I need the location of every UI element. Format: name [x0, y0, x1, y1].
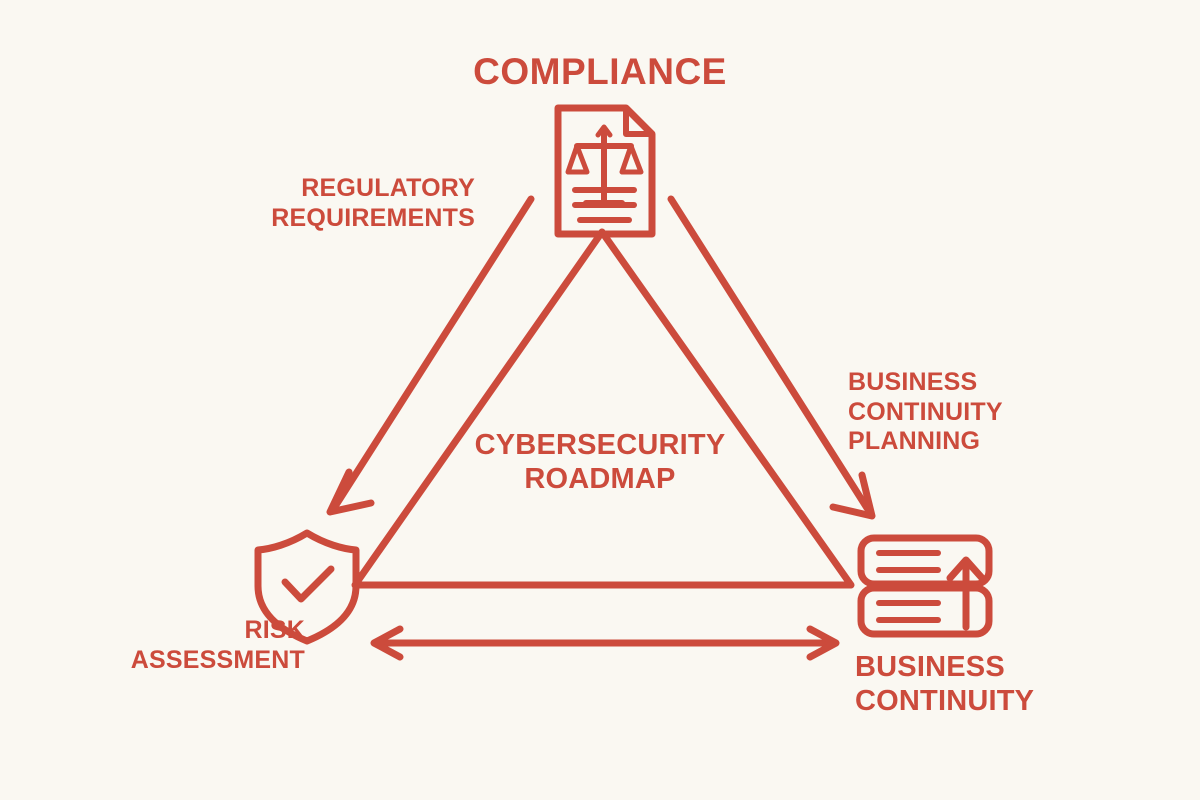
connector-label-regulatory-requirements: REGULATORY REQUIREMENTS [271, 174, 475, 232]
connector-business-continuity-planning [667, 195, 876, 520]
connector-risk-to-continuity [370, 625, 840, 661]
page-title: COMPLIANCE [473, 51, 727, 92]
node-label-risk-assessment: RISK ASSESSMENT [130, 616, 305, 674]
connector-label-business-continuity-planning: BUSINESS CONTINUITY PLANNING [848, 368, 1003, 455]
shield-check-icon [254, 529, 360, 645]
connector-regulatory-requirements [326, 195, 535, 516]
stacked-panels-arrow-up-icon [857, 534, 993, 638]
triangle-outline [351, 228, 855, 589]
center-label-cybersecurity-roadmap: CYBERSECURITY ROADMAP [474, 429, 726, 496]
node-label-business-continuity: BUSINESS CONTINUITY [855, 651, 1035, 718]
legal-document-icon [554, 104, 656, 238]
